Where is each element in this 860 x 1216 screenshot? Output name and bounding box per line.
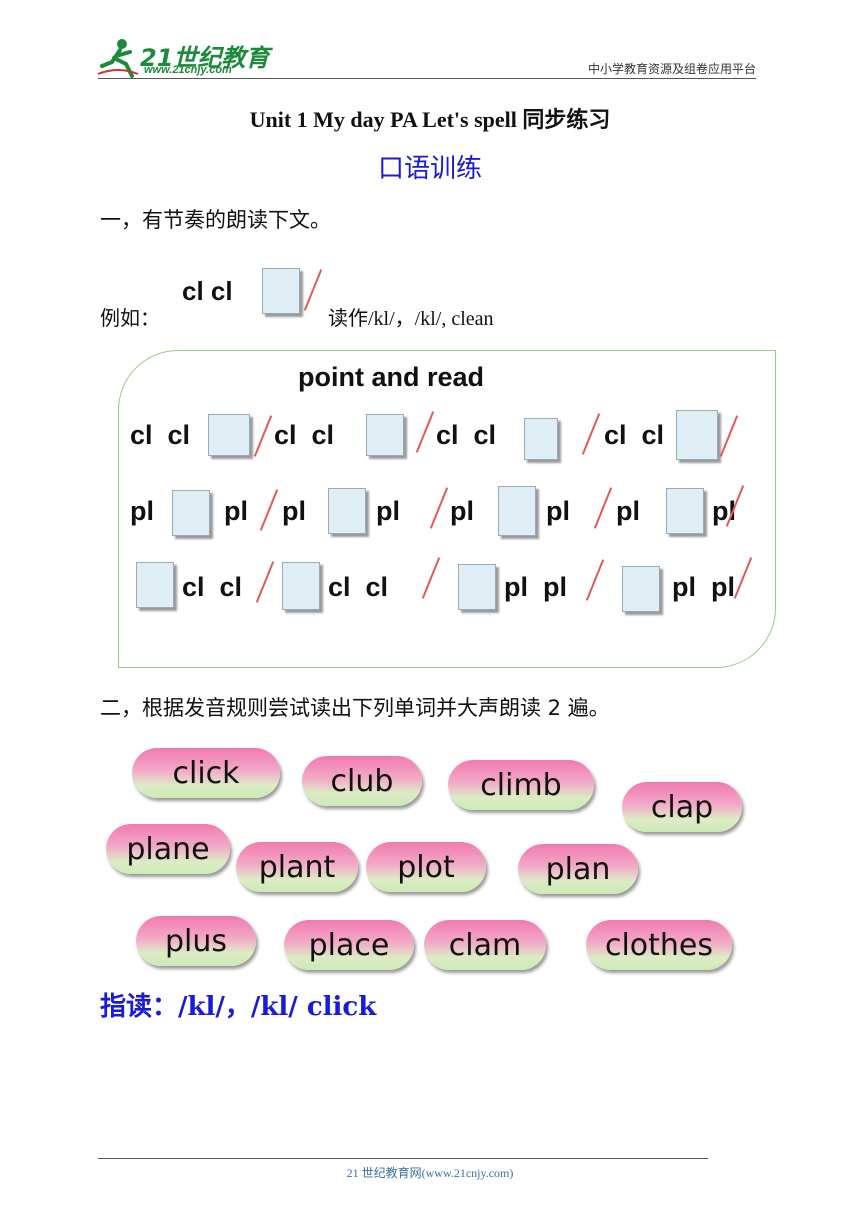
syllable-label: cl cl — [328, 572, 389, 602]
syllable-label: cl cl — [604, 420, 665, 450]
section-title: 口语训练 — [377, 154, 482, 184]
clean-picture-icon — [282, 562, 320, 610]
example-label: 例如： — [100, 306, 160, 330]
word-pill-clothes: clothes — [586, 920, 732, 970]
syllable-label: pl pl — [672, 572, 735, 602]
slash-divider — [303, 269, 323, 311]
word-pill-plot: plot — [366, 842, 486, 892]
point-and-read-panel — [118, 350, 776, 668]
syllable-label: pl — [130, 496, 154, 526]
example-syllables: cl cl — [182, 276, 233, 306]
play-picture-icon — [328, 488, 366, 534]
footer-text: 21 世纪教育网(www.21cnjy.com) — [346, 1166, 514, 1180]
eggplant-picture-icon — [172, 490, 210, 536]
syllable-label: pl — [450, 496, 474, 526]
syllable-label: cl cl — [436, 420, 497, 450]
logo — [96, 36, 266, 80]
syllable-label: pl — [376, 496, 400, 526]
header-divider — [98, 78, 756, 79]
word-pill-click: click — [132, 748, 280, 798]
plate-picture-icon — [666, 488, 704, 534]
clean-picture-icon — [676, 410, 718, 460]
question-2-text: 二，根据发音规则尝试读出下列单词并大声朗读 2 遍。 — [100, 696, 610, 720]
syllable-label: pl — [546, 496, 570, 526]
clean-picture-icon — [262, 268, 300, 314]
clever-picture-icon — [366, 414, 404, 456]
document-title: Unit 1 My day PA Let's spell 同步练习 — [249, 107, 611, 132]
word-pill-plane: plane — [106, 824, 230, 874]
word-pill-climb: climb — [448, 760, 594, 810]
word-pill-club: club — [302, 756, 422, 806]
clock-picture-icon — [524, 418, 558, 460]
word-pill-plan: plan — [518, 844, 638, 894]
play-picture-icon — [458, 564, 496, 610]
syllable-label: cl cl — [274, 420, 335, 450]
word-pill-plus: plus — [136, 916, 256, 966]
word-pill-clam: clam — [424, 920, 546, 970]
syllable-label: pl pl — [504, 572, 567, 602]
logo-text: 21世纪教育 — [140, 44, 270, 72]
clean-picture-icon — [208, 414, 250, 456]
question-1-text: 一，有节奏的朗读下文。 — [100, 208, 331, 232]
panel-title: point and read — [298, 362, 485, 392]
please-picture-icon — [498, 486, 536, 536]
please-picture-icon — [622, 566, 660, 612]
syllable-label: pl — [282, 496, 306, 526]
syllable-label: cl cl — [182, 572, 243, 602]
example-reading: 读作/kl/，/kl/, clean — [328, 308, 494, 330]
syllable-label: pl — [616, 496, 640, 526]
word-pill-place: place — [284, 920, 414, 970]
syllable-label: pl — [224, 496, 248, 526]
footer-divider — [98, 1158, 708, 1159]
word-pill-plant: plant — [236, 842, 358, 892]
header-platform-text: 中小学教育资源及组卷应用平台 — [587, 62, 756, 76]
syllable-label: cl cl — [130, 420, 191, 450]
runner-logo-icon — [97, 39, 139, 78]
clock-picture-icon — [136, 562, 174, 608]
pointer-reading: 指读：/kl/，/kl/ click — [100, 992, 377, 1022]
word-pill-clap: clap — [622, 782, 742, 832]
logo-url: www.21cnjy.com — [144, 64, 232, 76]
